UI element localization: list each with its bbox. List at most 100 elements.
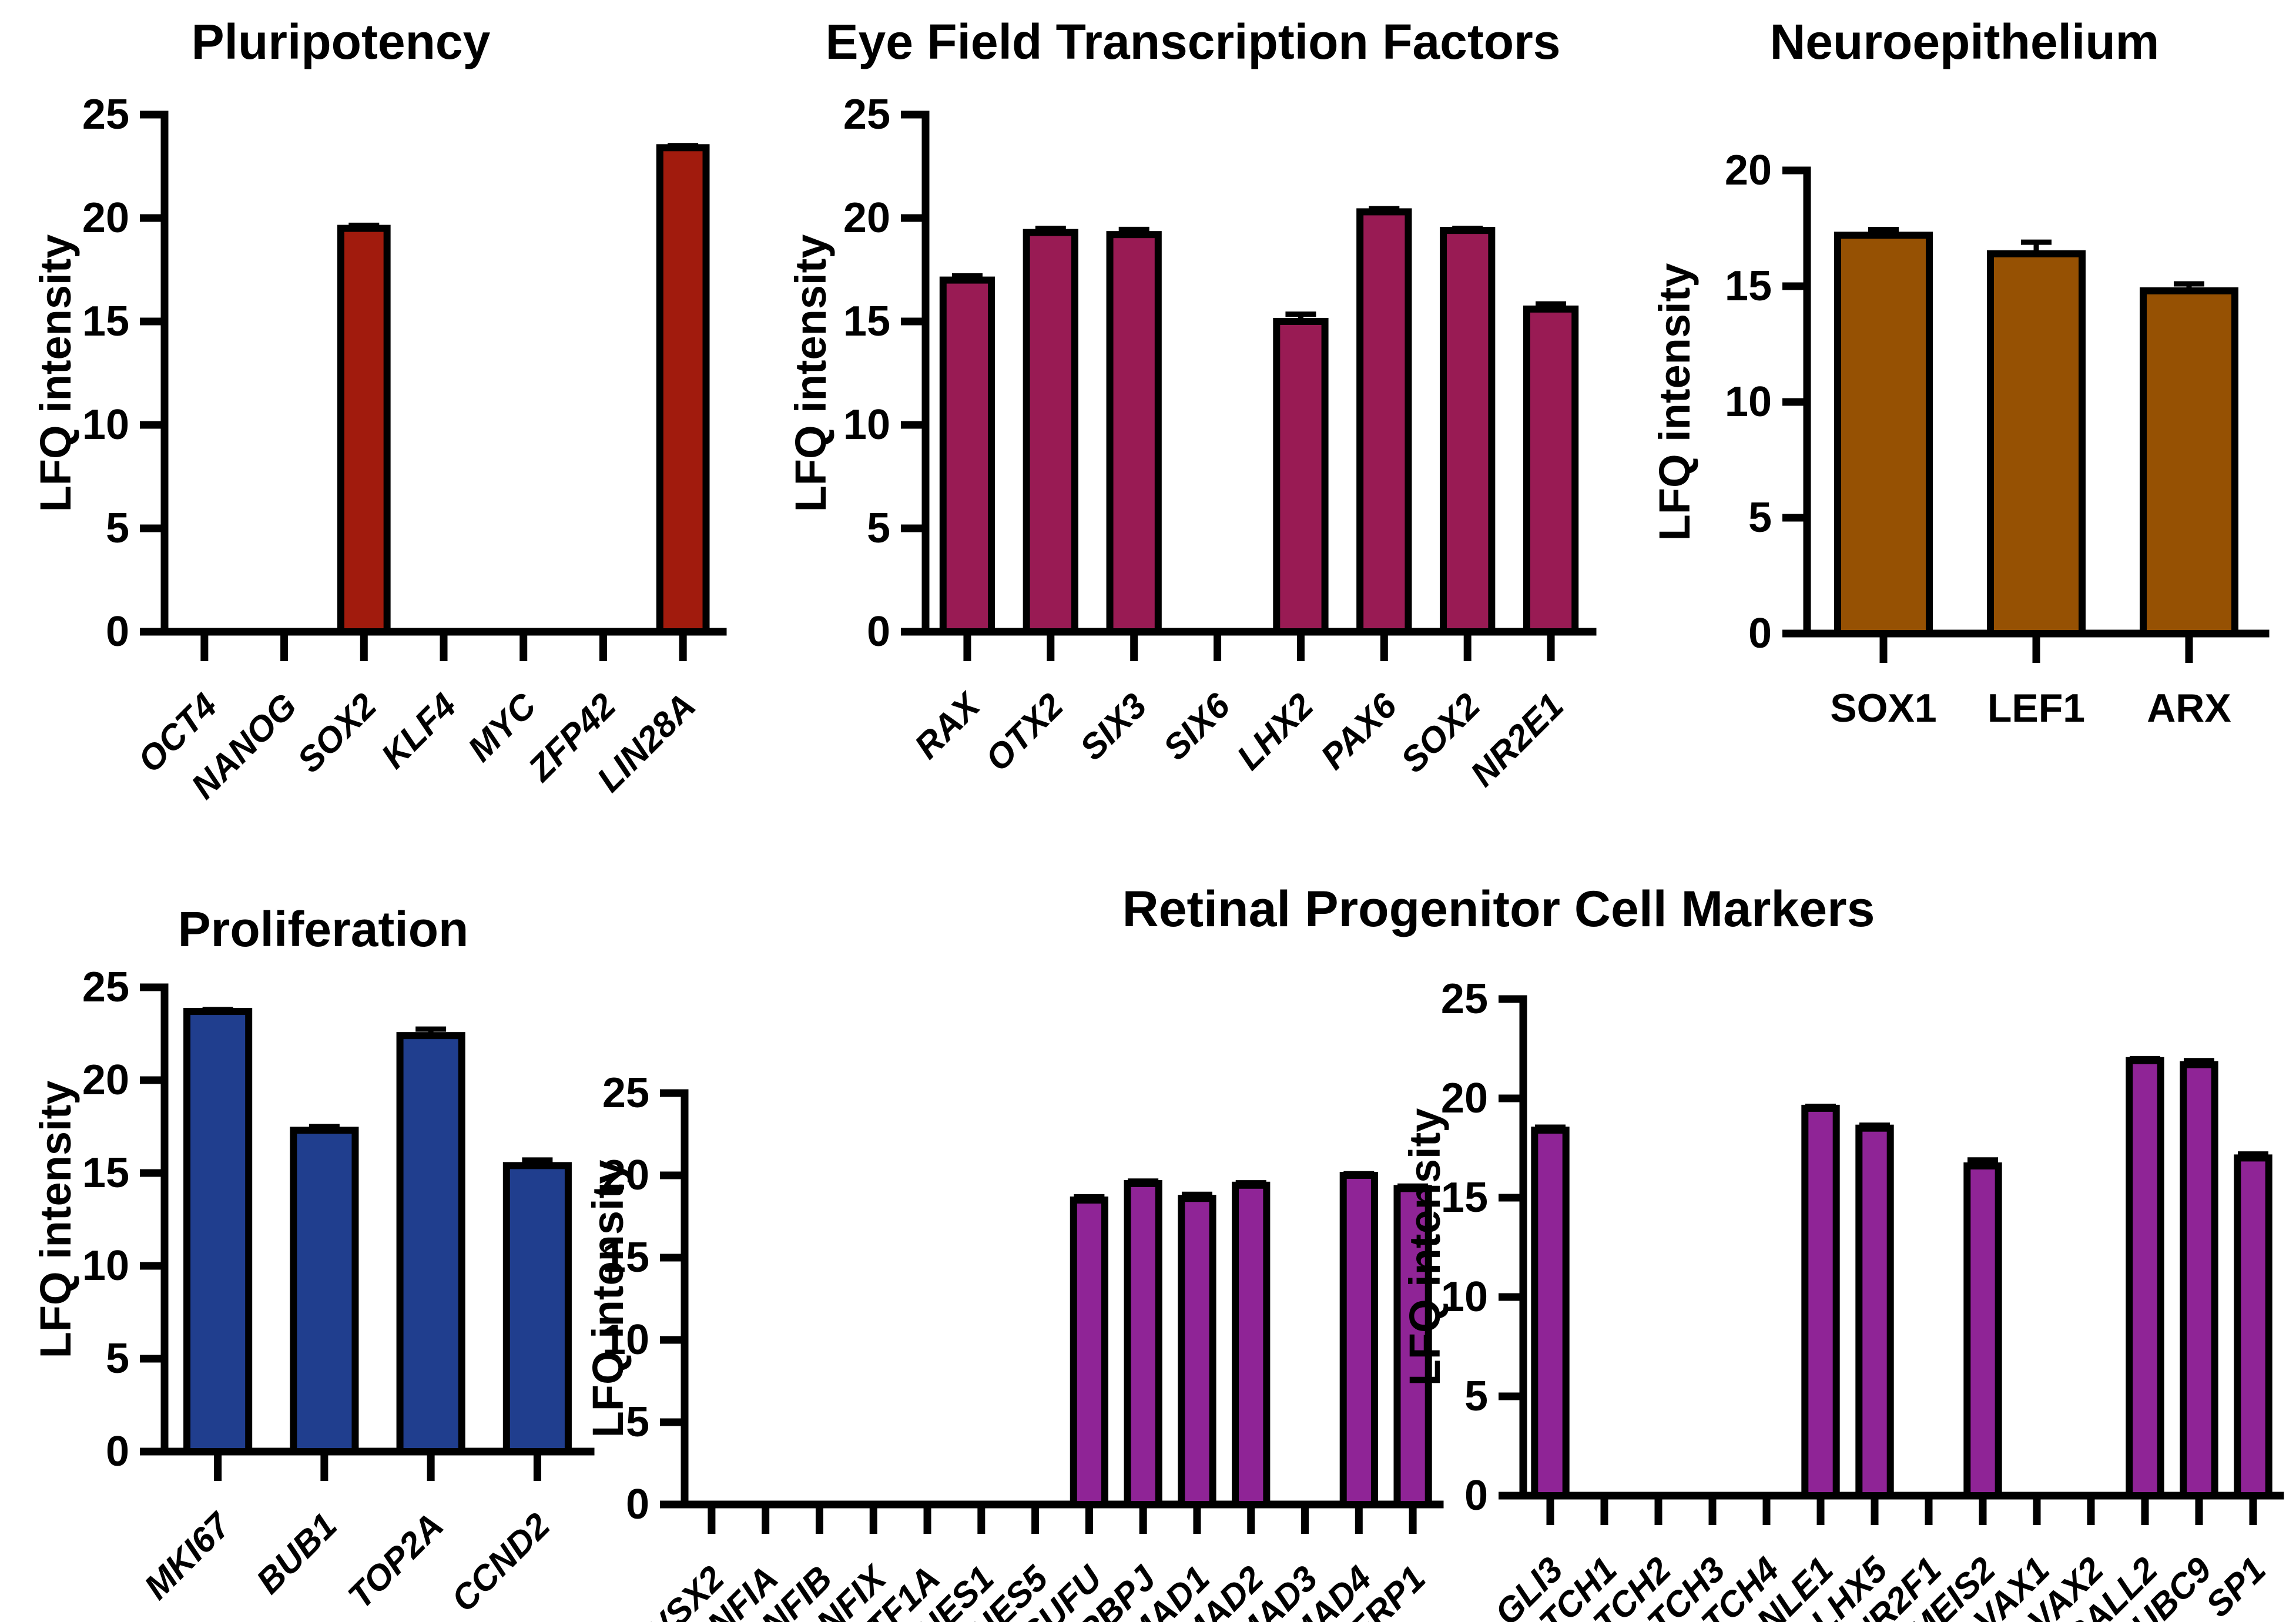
y-tick-label-20: 20 — [82, 1057, 129, 1104]
y-axis-label: LFQ intensity — [584, 1160, 632, 1438]
bar-PAX6 — [1356, 208, 1412, 635]
y-tick-label-20: 20 — [843, 195, 890, 242]
y-tick-label-25: 25 — [843, 91, 890, 138]
y-tick-label-5: 5 — [867, 505, 890, 552]
y-tick-label-10: 10 — [843, 401, 890, 448]
y-tick-label-5: 5 — [1748, 494, 1772, 541]
bar-UBC9 — [2180, 1061, 2218, 1500]
y-tick-label-5: 5 — [626, 1399, 649, 1446]
x-label-NR2E1: NR2E1 — [1463, 686, 1571, 794]
y-axis-label: LFQ intensity — [1400, 1108, 1449, 1386]
bar-CCND2 — [502, 1162, 572, 1455]
chart-title: Neuroepithelium — [1770, 14, 2160, 69]
bar-LHX2 — [1273, 318, 1329, 635]
bar-MEIS2 — [1963, 1162, 2002, 1499]
y-axis-label: LFQ intensity — [1650, 263, 1699, 541]
bar-ARX — [2140, 287, 2238, 637]
bar-SMAD2 — [1232, 1181, 1271, 1508]
x-label-SOX2: SOX2 — [290, 686, 384, 780]
plot-area: 0510152025VSX2NFIANFIBNFIXPTF1AHES1HES5S… — [602, 1070, 1444, 1622]
x-label-ARX: ARX — [2147, 686, 2231, 730]
y-tick-label-20: 20 — [1725, 147, 1772, 194]
plot-area: 0510152025OCT4NANOGSOX2KLF4MYCZFP42LIN28… — [82, 91, 727, 806]
chart-title: Pluripotency — [192, 14, 491, 69]
chart-retinal-progenitor-a: LFQ intensity 0510152025VSX2NFIANFIBNFIX… — [584, 1070, 1444, 1622]
y-axis-label: LFQ intensity — [31, 234, 80, 512]
y-tick-label-10: 10 — [602, 1316, 649, 1363]
y-axis-label: LFQ intensity — [786, 234, 835, 512]
bar-RAX — [939, 276, 996, 636]
y-tick-label-15: 15 — [1725, 263, 1772, 310]
x-label-KLF4: KLF4 — [374, 686, 464, 776]
bar-RBPJ — [1124, 1180, 1162, 1508]
y-tick-label-5: 5 — [1464, 1373, 1488, 1420]
chart-neuroepithelium: Neuroepithelium LFQ intensity 0 5 10 15 20SO… — [1650, 14, 2270, 730]
x-label-RAX: RAX — [907, 684, 989, 766]
x-label-SIX3: SIX3 — [1072, 686, 1154, 768]
x-label-SP1: SP1 — [2198, 1550, 2274, 1622]
y-tick-label-5: 5 — [106, 505, 129, 552]
bar-SUFU — [1070, 1197, 1109, 1508]
y-tick-label-0: 0 — [1464, 1472, 1488, 1519]
bar-LIN28A — [656, 144, 710, 635]
y-tick-label-10: 10 — [1725, 378, 1772, 425]
bar-SOX2 — [1440, 227, 1496, 635]
y-tick-label-15: 15 — [82, 298, 129, 345]
x-label-TOP2A: TOP2A — [340, 1506, 451, 1616]
y-tick-label-25: 25 — [82, 91, 129, 138]
y-tick-label-25: 25 — [1441, 976, 1488, 1023]
x-label-LHX2: LHX2 — [1229, 686, 1321, 778]
bar-MKI67 — [183, 1008, 253, 1455]
chart-pluripotency: Pluripotency LFQ intensity 0510152025OCT… — [31, 14, 727, 806]
bar-SMAD1 — [1178, 1195, 1216, 1508]
y-tick-label-15: 15 — [843, 298, 890, 345]
y-tick-label-0: 0 — [1748, 610, 1772, 657]
x-label-SOX1: SOX1 — [1830, 686, 1936, 730]
x-label-MKI67: MKI67 — [136, 1504, 239, 1607]
bar-BUB1 — [290, 1127, 359, 1455]
chart-retinal-progenitor-b: LFQ intensity 0510152025GLI3NOTCH1NOTCH2… — [1400, 976, 2284, 1622]
bar-GLI3 — [1531, 1127, 1570, 1499]
x-label-OTX2: OTX2 — [978, 686, 1071, 779]
y-tick-label-20: 20 — [1441, 1075, 1488, 1122]
x-label-PAX6: PAX6 — [1313, 685, 1405, 777]
y-tick-label-20: 20 — [602, 1152, 649, 1199]
bar-LHX5 — [1855, 1124, 1894, 1499]
shared-panel-title: Retinal Progenitor Cell Markers — [1122, 881, 1875, 937]
y-tick-label-5: 5 — [106, 1335, 129, 1382]
y-tick-label-10: 10 — [82, 1242, 129, 1289]
y-axis-label: LFQ intensity — [31, 1081, 80, 1359]
bar-LEF1 — [1987, 250, 2086, 637]
chart-title: Eye Field Transcription Factors — [825, 14, 1560, 69]
y-tick-label-10: 10 — [1441, 1274, 1488, 1321]
y-tick-label-25: 25 — [602, 1070, 649, 1117]
bar-SMAD4 — [1339, 1172, 1378, 1508]
bar-SP1 — [2234, 1154, 2272, 1499]
y-tick-label-15: 15 — [82, 1150, 129, 1197]
y-tick-label-0: 0 — [867, 608, 890, 655]
bar-SOX2 — [337, 224, 391, 636]
bar-SOX1 — [1834, 232, 1933, 637]
y-tick-label-0: 0 — [106, 1428, 129, 1475]
bar-TOP2A — [396, 1032, 465, 1456]
x-label-CCND2: CCND2 — [444, 1506, 558, 1620]
y-tick-label-0: 0 — [106, 608, 129, 655]
y-tick-label-20: 20 — [82, 195, 129, 242]
chart-eye-field: Eye Field Transcription Factors LFQ inte… — [786, 14, 1597, 794]
y-tick-label-15: 15 — [1441, 1174, 1488, 1221]
plot-area: 0510152025GLI3NOTCH1NOTCH2NOTCH3NOTCH4NL… — [1441, 976, 2284, 1622]
y-tick-label-15: 15 — [602, 1234, 649, 1281]
y-tick-label-0: 0 — [626, 1481, 649, 1528]
x-label-LEF1: LEF1 — [1987, 686, 2085, 730]
bar-OTX2 — [1023, 229, 1078, 635]
x-label-BUB1: BUB1 — [249, 1506, 344, 1601]
bar-NLE1 — [1801, 1104, 1840, 1499]
bar-SIX3 — [1106, 231, 1162, 636]
bar-SALL2 — [2126, 1057, 2164, 1499]
chart-title: Proliferation — [178, 902, 469, 957]
y-tick-label-10: 10 — [82, 401, 129, 448]
x-label-SIX6: SIX6 — [1155, 685, 1238, 768]
